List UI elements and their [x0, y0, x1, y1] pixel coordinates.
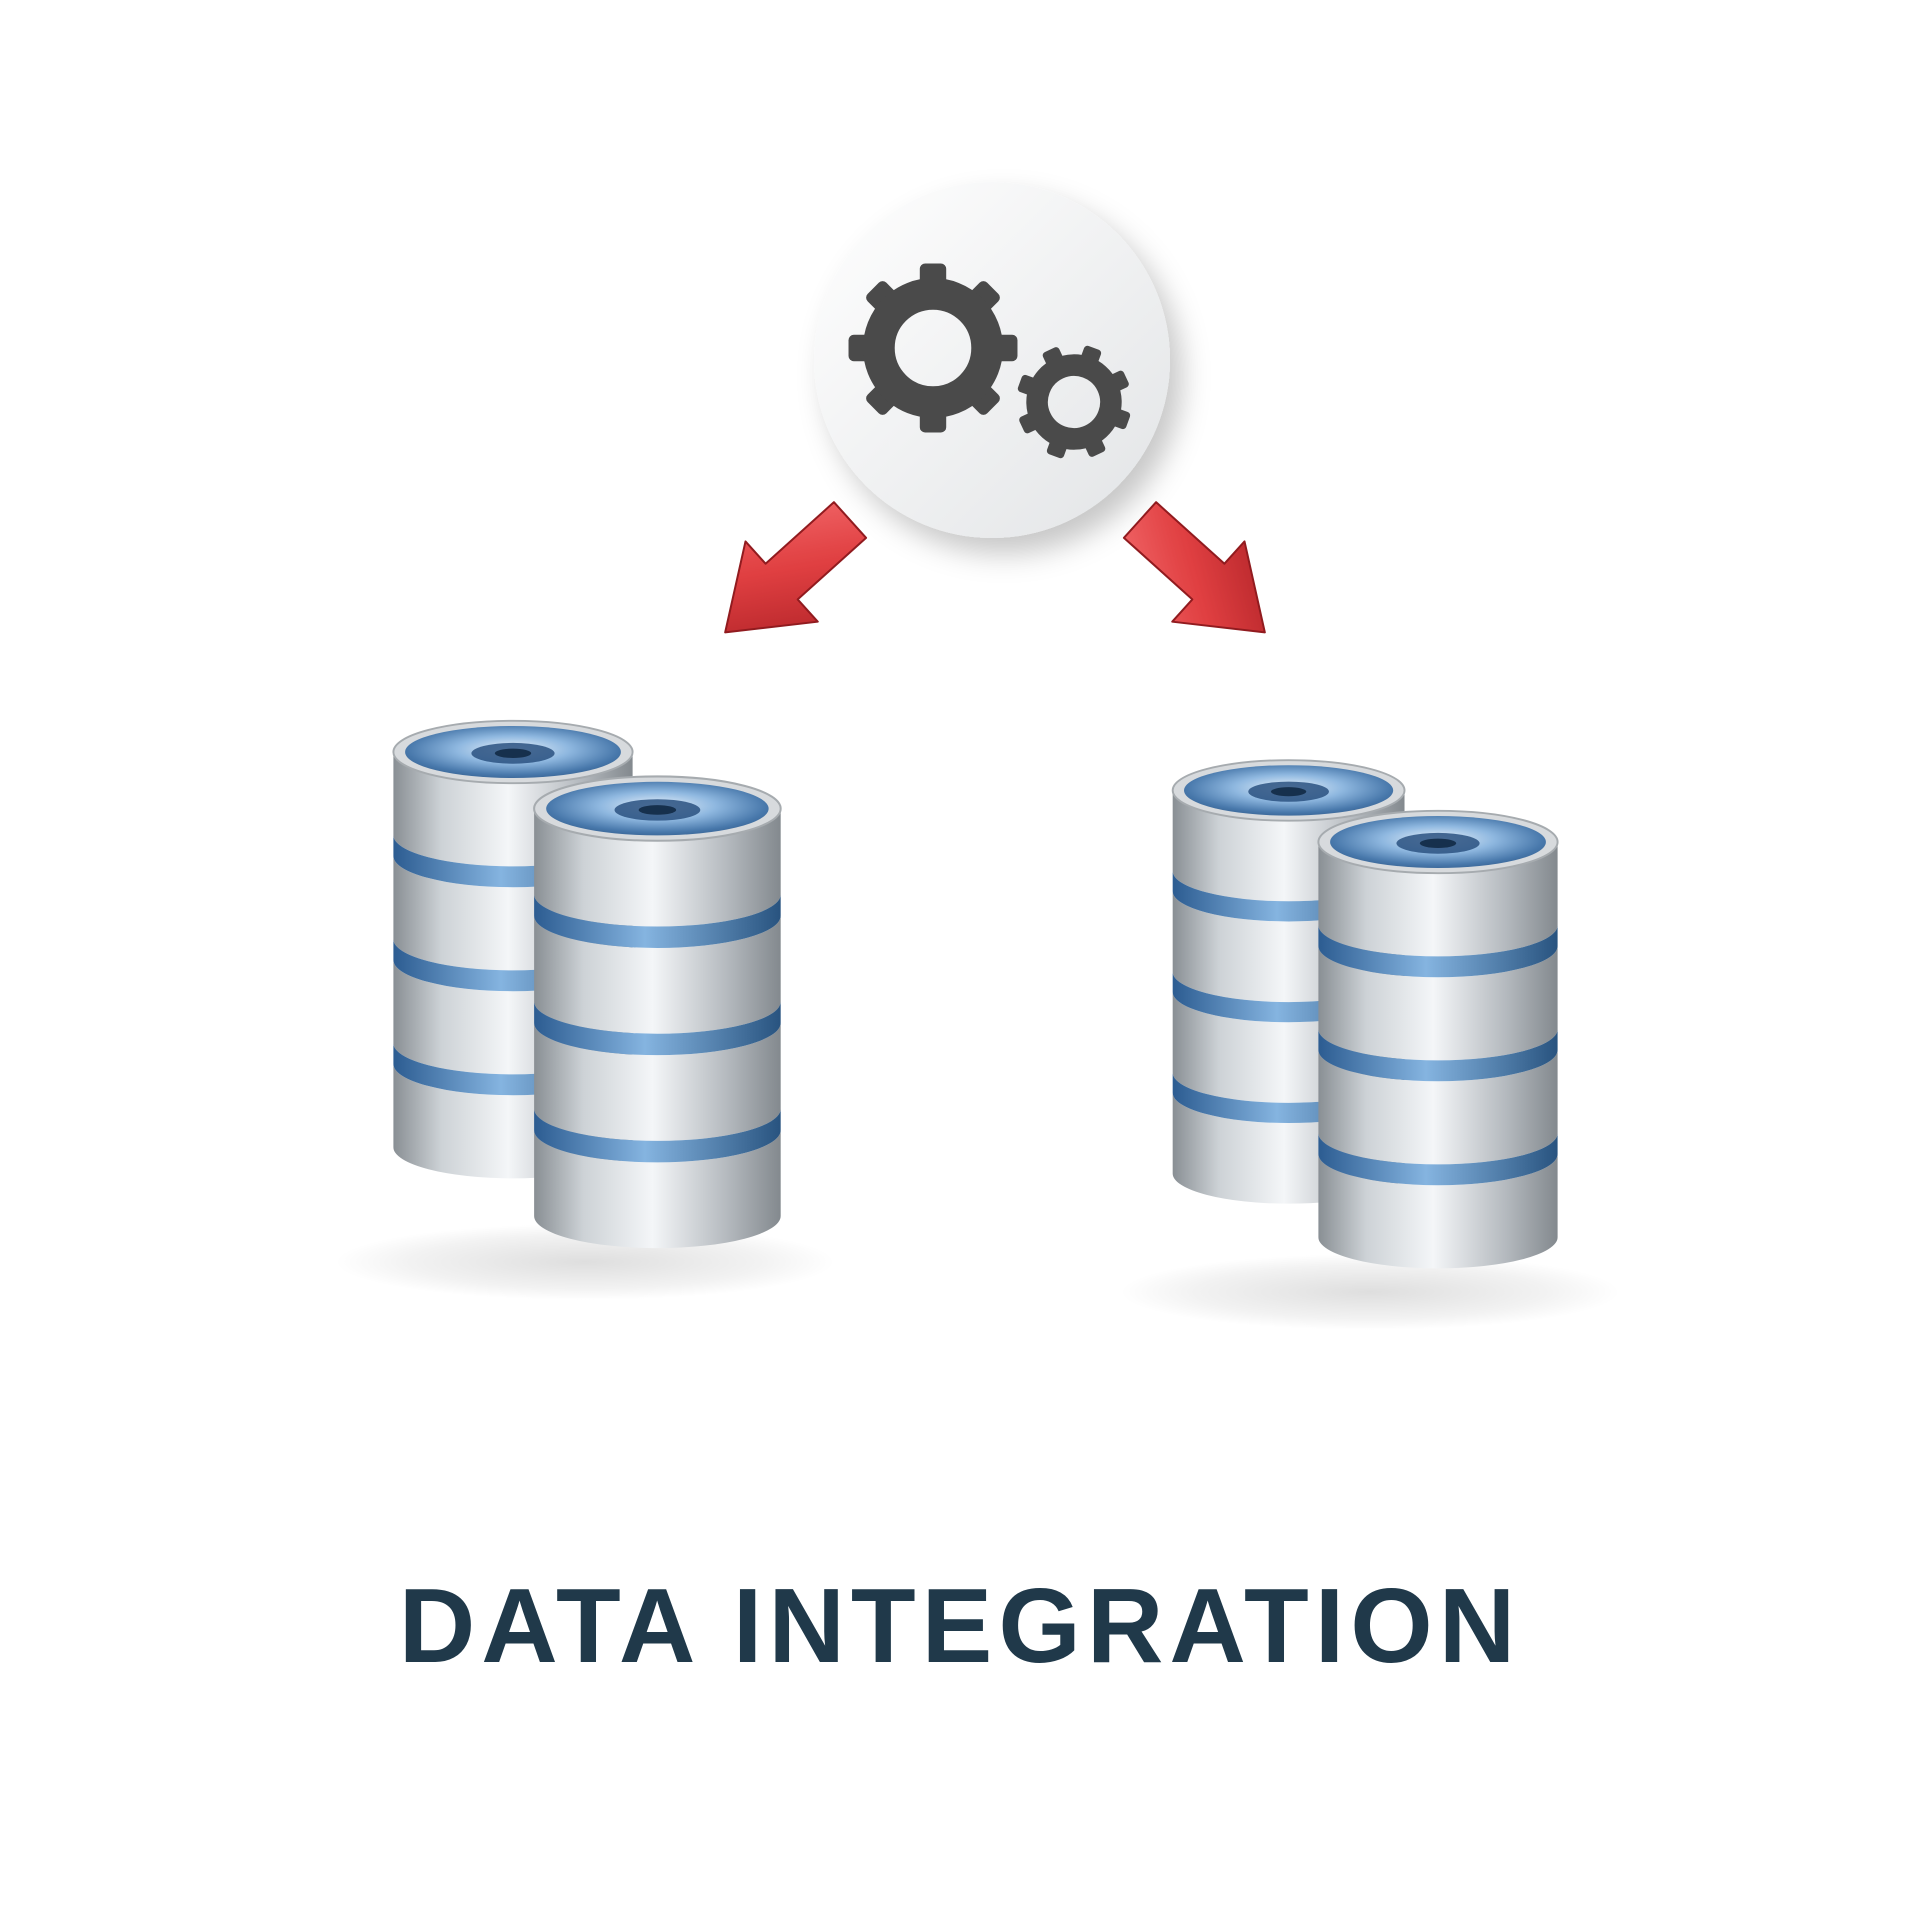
arrow-down-left-icon: [688, 478, 888, 674]
database-stack-left-front: [533, 775, 782, 1250]
arrow-down-right-icon: [1102, 478, 1302, 674]
database-group-right: [1171, 759, 1559, 1270]
database-stack-right-front: [1317, 809, 1559, 1270]
title-label: DATA INTEGRATION: [399, 1567, 1522, 1685]
right-group-shadow: [1120, 1254, 1620, 1330]
gears-badge: [814, 182, 1170, 538]
database-group-left: [392, 719, 782, 1250]
